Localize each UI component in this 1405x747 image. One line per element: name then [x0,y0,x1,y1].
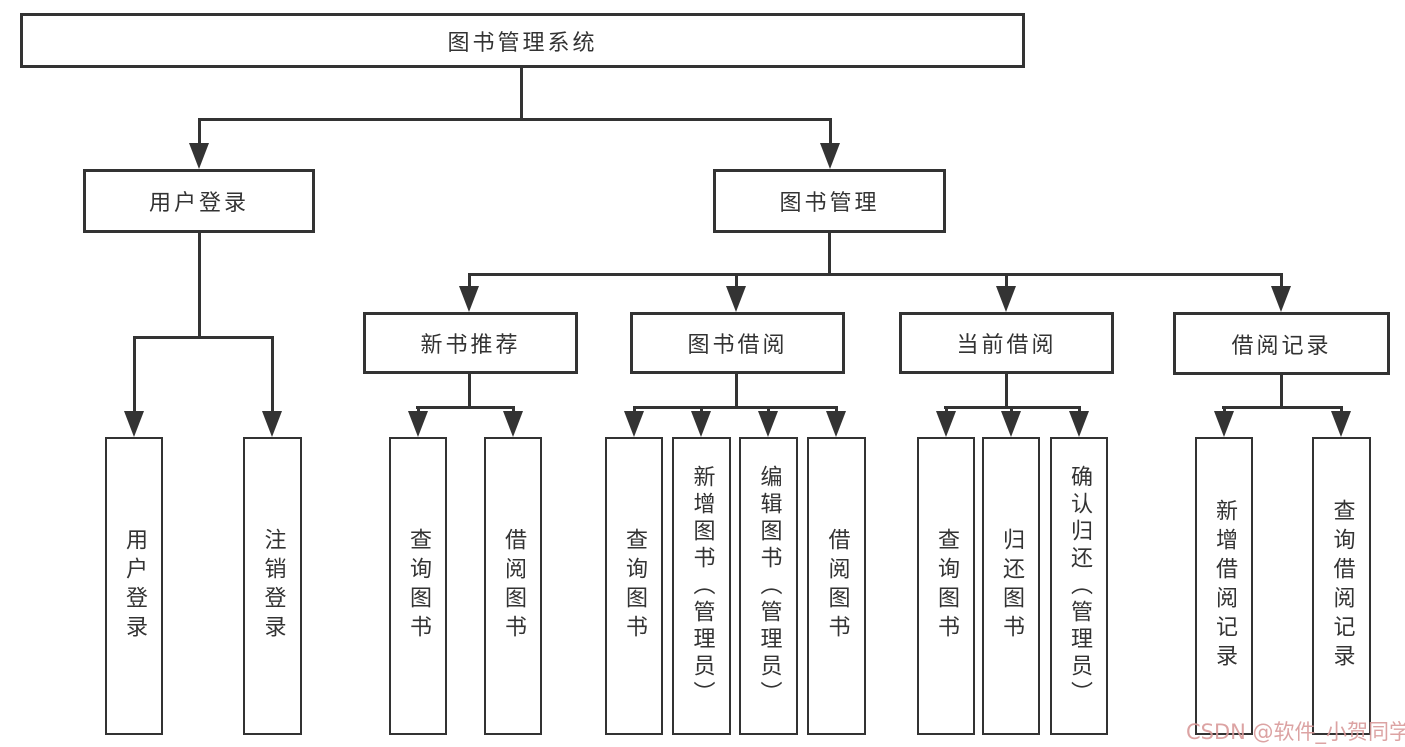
node-book-borrow: 图书借阅 [630,312,845,374]
connector-userlogin-drop [198,233,201,336]
leaf-nbr-query-book: 查询图书 [389,437,447,735]
leaf-bb-add-book: 新增图书（管理员） [672,437,731,735]
node-book-management: 图书管理 [713,169,946,233]
connector-level2-hline [198,118,832,121]
node-book-management-label: 图书管理 [779,191,880,216]
node-current-borrow: 当前借阅 [899,312,1114,374]
connector-shaft [133,336,136,412]
leaf-nbr-query-book-label: 查询图书 [406,528,431,644]
leaf-bb-edit-book-label: 编辑图书（管理员） [756,464,782,708]
leaf-bb-borrow-book: 借阅图书 [807,437,866,735]
node-root-label: 图书管理系统 [447,30,598,56]
arrow-down-icon [262,411,282,437]
leaf-bb-query-book: 查询图书 [605,437,663,735]
leaf-nbr-borrow-book-label: 借阅图书 [501,528,526,644]
leaf-user-login: 用户登录 [105,437,163,735]
node-user-login: 用户登录 [83,169,315,233]
leaf-cb-return-book: 归还图书 [982,437,1040,735]
connector-bookmgmt-shaft [829,118,832,145]
arrow-down-icon [1069,411,1089,437]
connector-shaft [945,406,948,413]
node-borrow-record-label: 借阅记录 [1231,333,1332,359]
connector-group1-hline [416,406,515,409]
leaf-br-query-record-label: 查询借阅记录 [1329,499,1355,673]
leaf-logout-label: 注销登录 [260,528,286,644]
connector-shaft [271,336,274,412]
node-new-book-recommend-label: 新书推荐 [420,333,521,358]
connector-userlogin-shaft [198,118,201,145]
arrow-down-icon [691,411,711,437]
connector-shaft [1223,406,1226,413]
arrow-down-icon [1331,411,1351,437]
node-current-borrow-label: 当前借阅 [956,333,1057,358]
leaf-bb-borrow-book-label: 借阅图书 [824,528,850,644]
arrow-down-icon [758,411,778,437]
leaf-br-add-record: 新增借阅记录 [1195,437,1253,735]
connector-shaft [417,406,420,413]
node-root: 图书管理系统 [20,13,1025,68]
connector-shaft [1340,406,1343,413]
connector-shaft [767,406,770,413]
connector-group4-drop [1280,374,1283,409]
leaf-cb-query-book-label: 查询图书 [934,528,959,644]
arrow-down-icon [1001,411,1021,437]
connector-shaft [1280,273,1283,288]
node-new-book-recommend: 新书推荐 [363,312,578,374]
connector-group1-drop [468,374,471,409]
leaf-nbr-borrow-book: 借阅图书 [484,437,542,735]
connector-shaft [633,406,636,413]
connector-shaft [1010,406,1013,413]
arrow-down-icon [189,143,209,169]
arrow-down-icon [124,411,144,437]
leaf-br-query-record: 查询借阅记录 [1312,437,1371,735]
connector-group2-hline [633,406,838,409]
leaf-bb-edit-book: 编辑图书（管理员） [739,437,798,735]
leaf-bb-query-book-label: 查询图书 [622,528,647,644]
connector-userlogin-hline [133,336,274,339]
leaf-cb-confirm-return: 确认归还（管理员） [1050,437,1108,735]
node-user-login-label: 用户登录 [148,191,249,216]
leaf-user-login-label: 用户登录 [122,528,147,644]
arrow-down-icon [503,411,523,437]
connector-shaft [735,273,738,288]
connector-group4-hline [1222,406,1343,409]
leaf-cb-confirm-return-label: 确认归还（管理员） [1067,464,1092,708]
connector-shaft [512,406,515,413]
arrow-down-icon [1271,286,1291,312]
arrow-down-icon [826,411,846,437]
arrow-down-icon [1214,411,1234,437]
connector-root-drop [520,68,523,120]
leaf-bb-add-book-label: 新增图书（管理员） [689,464,715,708]
node-book-borrow-label: 图书借阅 [687,333,788,358]
leaf-cb-query-book: 查询图书 [917,437,975,735]
arrow-down-icon [726,286,746,312]
connector-shaft [700,406,703,413]
connector-shaft [1005,273,1008,288]
leaf-logout: 注销登录 [243,437,302,735]
leaf-br-add-record-label: 新增借阅记录 [1212,499,1237,673]
leaf-cb-return-book-label: 归还图书 [999,528,1024,644]
connector-shaft [835,406,838,413]
arrow-down-icon [459,286,479,312]
connector-shaft [468,273,471,288]
csdn-watermark: CSDN @软件_小贺同学 [1186,720,1405,744]
connector-group2-drop [735,374,738,409]
arrow-down-icon [996,286,1016,312]
node-borrow-record: 借阅记录 [1173,312,1390,375]
arrow-down-icon [936,411,956,437]
connector-level3-hline [468,273,1283,276]
arrow-down-icon [624,411,644,437]
arrow-down-icon [408,411,428,437]
connector-bookmgmt-drop [828,233,831,275]
connector-group3-drop [1005,374,1008,409]
arrow-down-icon [820,143,840,169]
connector-shaft [1078,406,1081,413]
